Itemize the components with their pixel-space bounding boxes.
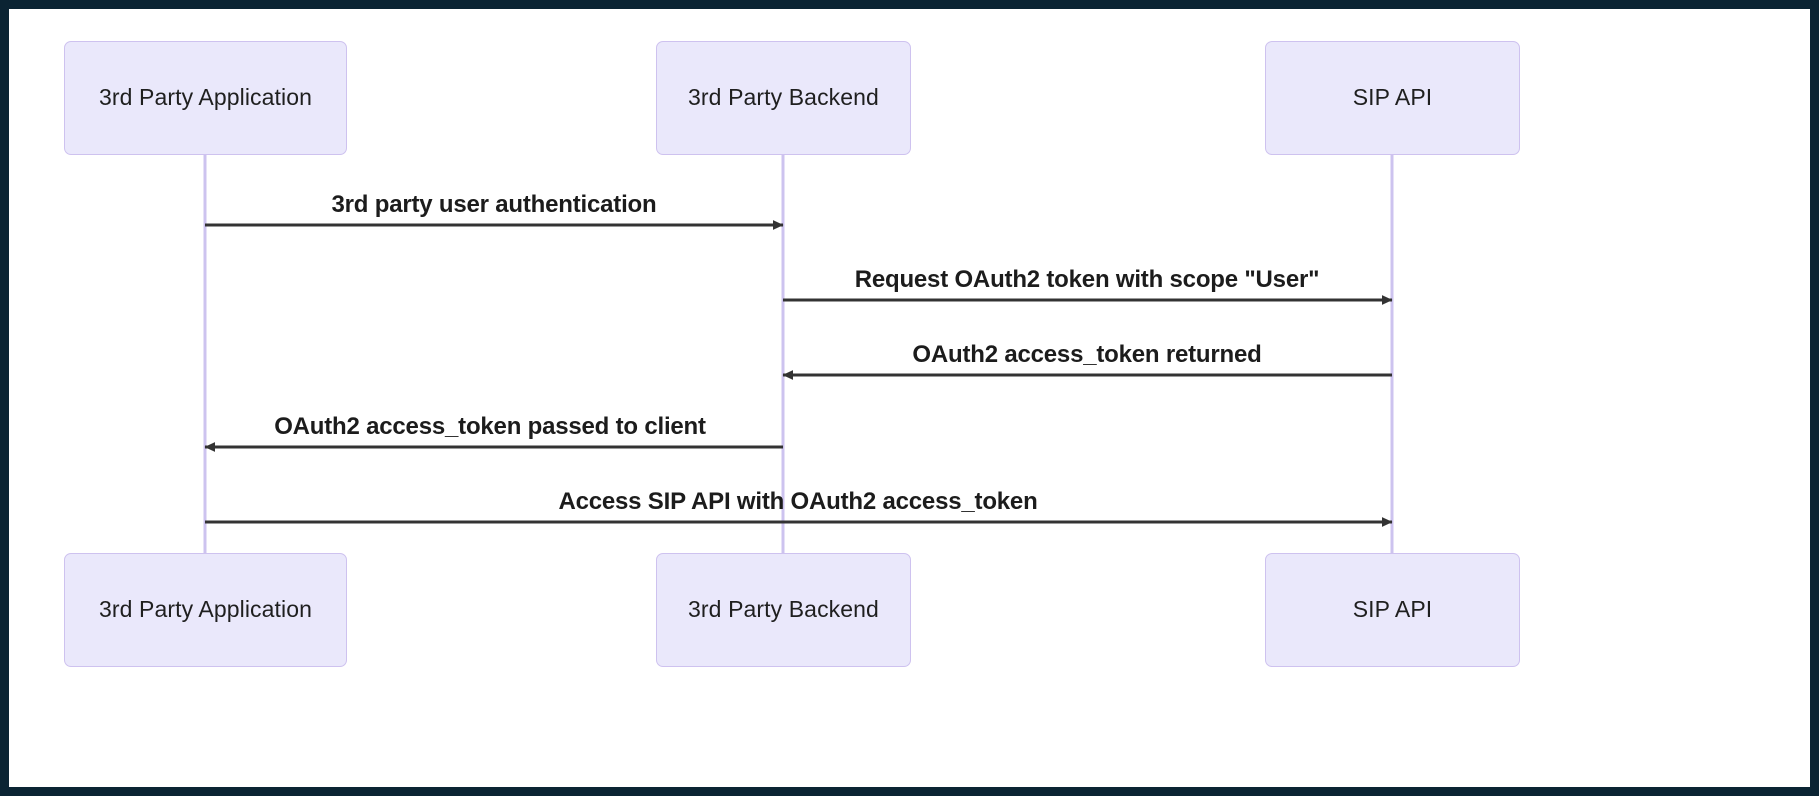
participant-box-app-top: 3rd Party Application <box>64 41 347 155</box>
message-label-1: 3rd party user authentication <box>331 191 657 218</box>
participant-box-app-bottom: 3rd Party Application <box>64 553 347 667</box>
participant-box-sip-top: SIP API <box>1265 41 1520 155</box>
message-label-3: OAuth2 access_token returned <box>912 341 1262 368</box>
message-label-5: Access SIP API with OAuth2 access_token <box>558 488 1038 515</box>
participant-label-app-bottom: 3rd Party Application <box>98 596 313 623</box>
message-label-2: Request OAuth2 token with scope "User" <box>854 266 1320 293</box>
participant-box-sip-bottom: SIP API <box>1265 553 1520 667</box>
participant-label-backend-bottom: 3rd Party Backend <box>688 596 879 623</box>
participant-box-backend-top: 3rd Party Backend <box>656 41 911 155</box>
participant-label-app-top: 3rd Party Application <box>98 84 313 111</box>
message-arrow-group <box>204 220 1393 527</box>
sequence-diagram-svg <box>203 155 1394 555</box>
participant-label-sip-top: SIP API <box>1352 84 1433 111</box>
participant-label-backend-top: 3rd Party Backend <box>688 84 879 111</box>
message-label-4: OAuth2 access_token passed to client <box>274 413 706 440</box>
participant-label-sip-bottom: SIP API <box>1352 596 1433 623</box>
participant-box-backend-bottom: 3rd Party Backend <box>656 553 911 667</box>
